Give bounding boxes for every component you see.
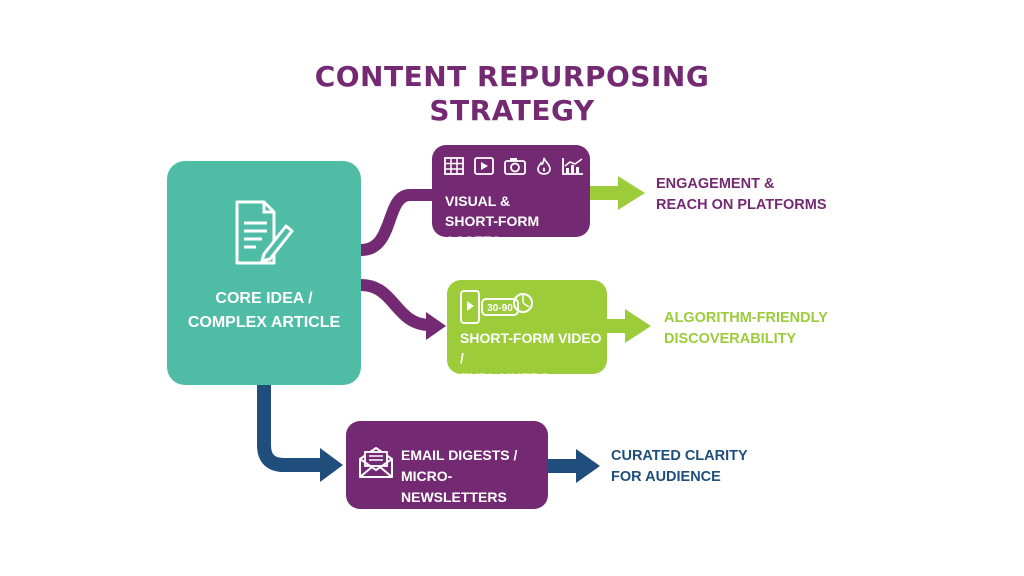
play-video-icon (474, 157, 494, 175)
visual-assets-label: VISUAL & SHORT-FORM ASSETS (445, 191, 590, 251)
arrow-email-to-outcome-head (576, 449, 600, 483)
connector-core-to-email (257, 385, 325, 472)
video-line-2: EXPLAINERS (460, 370, 550, 386)
arrow-video-to-outcome-head (625, 309, 651, 343)
outcome-3-line-1: CURATED CLARITY (611, 448, 748, 464)
outcome-discoverability: ALGORITHM-FRIENDLY DISCOVERABILITY (664, 308, 828, 350)
arrow-video-to-outcome-shaft (607, 319, 627, 333)
outcome-1-line-2: REACH ON PLATFORMS (656, 197, 827, 213)
grid-icon (444, 157, 464, 175)
short-form-video-box: 30-90 SHORT-FORM VIDEO / EXPLAINERS (447, 280, 607, 386)
core-line-2: COMPLEX ARTICLE (187, 314, 341, 331)
visual-line-2: SHORT-FORM ASSETS (445, 213, 540, 249)
outcome-2-line-1: ALGORITHM-FRIENDLY (664, 310, 828, 326)
timer-icon (513, 293, 533, 313)
outcome-3-line-2: FOR AUDIENCE (611, 469, 721, 485)
duration-label: 30-90 (487, 303, 513, 314)
phone-play-timer-icon: 30-90 (460, 290, 533, 324)
camera-icon (504, 158, 526, 175)
arrow-visual-to-outcome-shaft (590, 186, 620, 200)
core-idea-box: CORE IDEA / COMPLEX ARTICLE (167, 161, 361, 385)
video-line-1: SHORT-FORM VIDEO / (460, 330, 602, 366)
email-digests-box: EMAIL DIGESTS / MICRO-NEWSLETTERS (346, 421, 548, 509)
email-line-1: EMAIL DIGESTS / (401, 447, 518, 463)
arrowhead-to-video (426, 312, 446, 340)
email-digests-label: EMAIL DIGESTS / MICRO-NEWSLETTERS (401, 445, 548, 508)
core-idea-label: CORE IDEA / COMPLEX ARTICLE (167, 287, 361, 335)
visual-line-1: VISUAL & (445, 193, 511, 209)
arrow-email-to-outcome-shaft (548, 459, 578, 473)
document-pencil-icon (235, 200, 294, 265)
duration-badge (481, 298, 519, 316)
arrowhead-to-email (320, 448, 343, 482)
short-form-video-label: SHORT-FORM VIDEO / EXPLAINERS (460, 328, 607, 388)
outcome-curated-clarity: CURATED CLARITY FOR AUDIENCE (611, 446, 748, 488)
bar-chart-trend-icon (562, 158, 583, 175)
phone-play-icon (460, 290, 480, 324)
core-line-1: CORE IDEA / (215, 290, 313, 307)
outcome-engagement: ENGAGEMENT & REACH ON PLATFORMS (656, 174, 827, 216)
title-line-2: STRATEGY (429, 94, 595, 127)
outcome-1-line-1: ENGAGEMENT & (656, 176, 775, 192)
outcome-2-line-2: DISCOVERABILITY (664, 331, 797, 347)
arrow-visual-to-outcome-head (618, 176, 645, 210)
open-envelope-icon (359, 447, 393, 478)
title-line-1: CONTENT REPURPOSING (314, 60, 710, 93)
connector-core-to-visual (360, 189, 434, 256)
connector-core-to-video (360, 279, 431, 331)
flame-icon (537, 157, 551, 175)
email-line-2: MICRO-NEWSLETTERS (401, 468, 507, 505)
visual-assets-box: VISUAL & SHORT-FORM ASSETS (432, 145, 590, 249)
page-title: CONTENT REPURPOSING STRATEGY (0, 60, 1024, 128)
